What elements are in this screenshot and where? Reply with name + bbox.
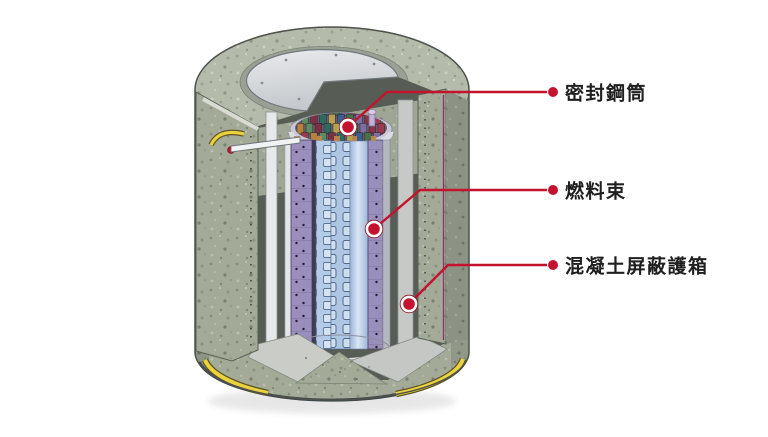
left-liner-beam bbox=[265, 111, 278, 353]
target-dot-concrete-shielding-cask bbox=[399, 294, 419, 314]
trunnion-rod bbox=[230, 136, 301, 153]
callout-target-dots bbox=[338, 117, 419, 314]
yellow-rail-bottom-left bbox=[203, 359, 269, 395]
lid-screws bbox=[260, 53, 376, 101]
callout-label-concrete-shielding-cask: 混凝土屏蔽護箱 bbox=[565, 256, 709, 278]
cavity-floor bbox=[247, 333, 448, 385]
leader-line-concrete-shielding-cask bbox=[408, 263, 547, 305]
leader-line-sealed-steel-cylinder bbox=[347, 90, 547, 128]
leader-line-fuel-bundle bbox=[373, 188, 547, 230]
cask-lid bbox=[245, 49, 399, 112]
callout-leaders bbox=[347, 90, 547, 305]
callout-label-fuel-bundle: 燃料束 bbox=[565, 181, 627, 203]
target-dot-fuel-bundle bbox=[364, 219, 384, 239]
fuel-columns bbox=[284, 136, 391, 350]
target-dot-sealed-steel-cylinder bbox=[338, 117, 358, 137]
left-wall-cut-face bbox=[195, 91, 301, 362]
cask-outline bbox=[194, 26, 470, 401]
right-wall-cut-face bbox=[417, 88, 469, 345]
floor-specks bbox=[305, 357, 370, 380]
callout-label-dots bbox=[548, 87, 558, 270]
callout-label-sealed-steel-cylinder: 密封鋼筒 bbox=[565, 83, 648, 105]
